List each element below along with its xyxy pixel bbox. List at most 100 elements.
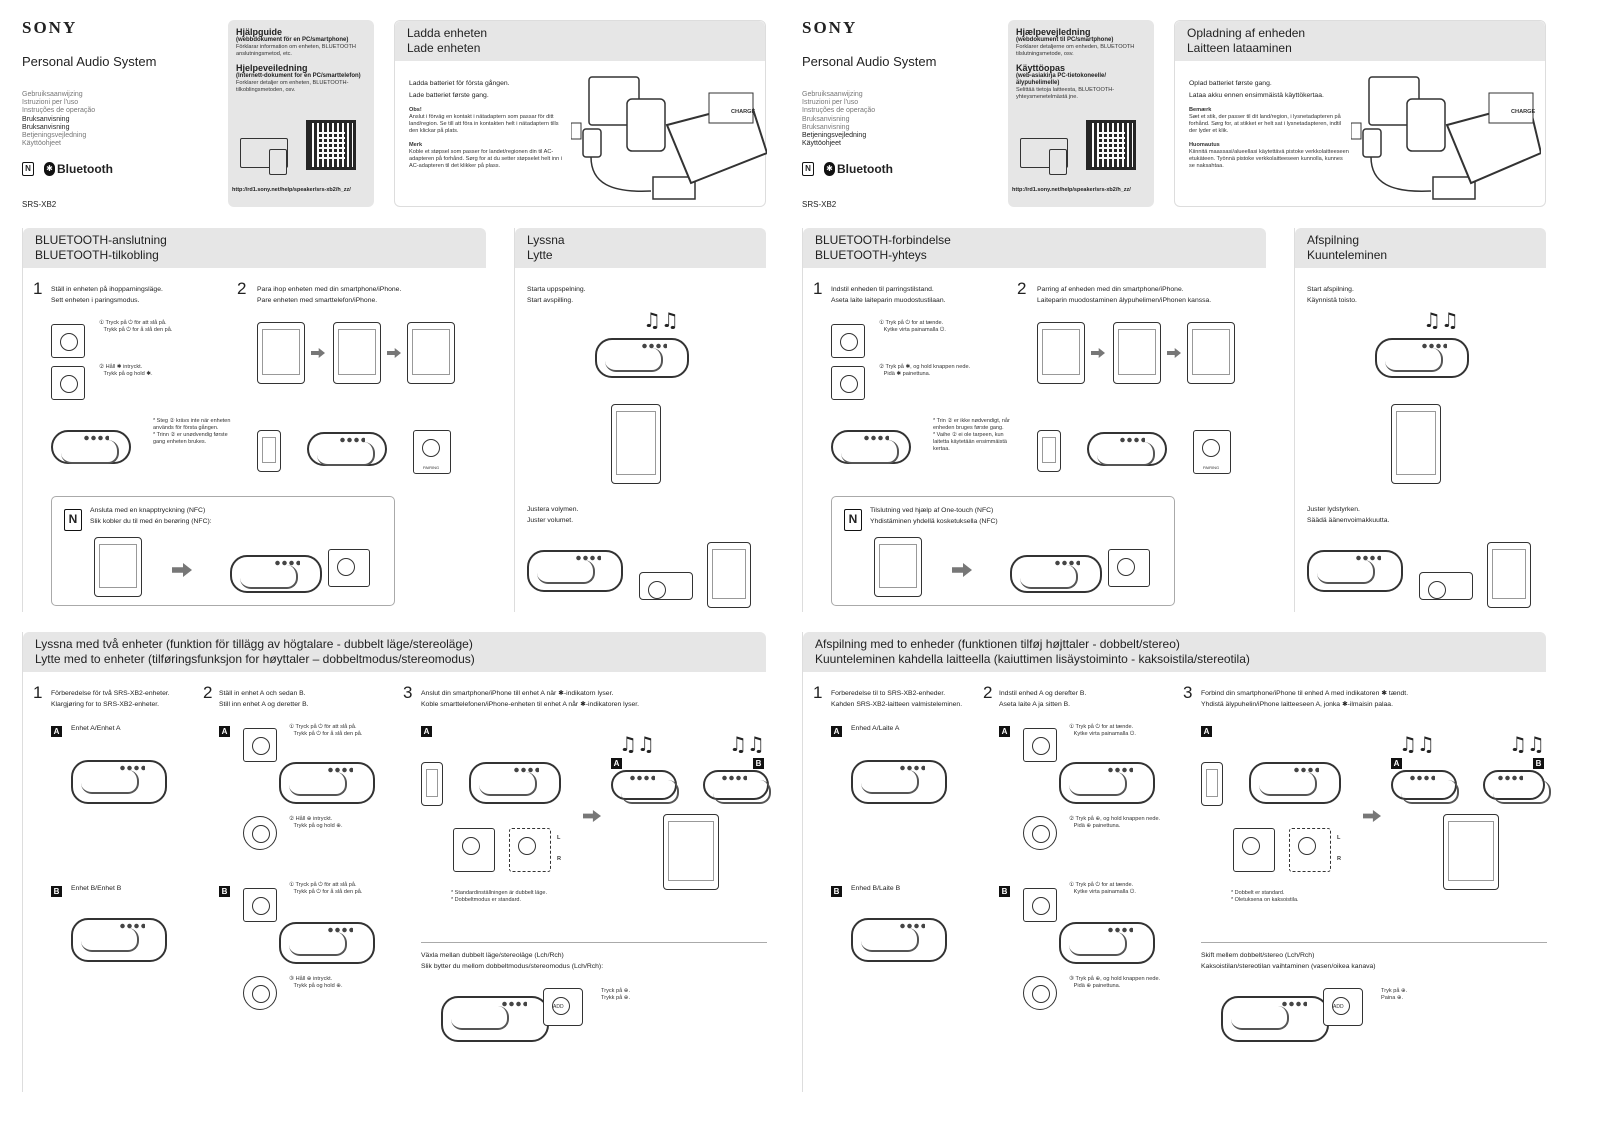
bluetooth-icon: ✱ — [824, 162, 835, 176]
help-subtitle-sv: (webbdokument för en PC/smartphone) — [236, 37, 349, 43]
listen-section: Lyssna Lytte Starta uppspelning. Start a… — [514, 228, 766, 612]
help-url[interactable]: http://rd1.sony.net/help/speaker/srs-xb2… — [232, 187, 351, 193]
arrow-right-icon — [1363, 810, 1381, 822]
add-indicator-icon — [509, 828, 551, 872]
unit-a-badge: A — [611, 758, 622, 769]
step1b-text: ② Tryk på ✱, og hold knappen nede. Pidä … — [879, 364, 971, 377]
phone-icon — [257, 430, 281, 472]
unit-b-badge: B — [753, 758, 764, 769]
power-button-icon — [831, 324, 865, 358]
power-button-icon — [1023, 728, 1057, 762]
language-item: Betjeningsvejledning — [22, 132, 87, 140]
divider — [421, 942, 767, 943]
power-button-icon — [243, 888, 277, 922]
step1-note: * Steg ② krävs inte när enheten används … — [153, 418, 231, 445]
arrow-right-icon — [583, 810, 601, 822]
help-text-da: Forklarer detaljerne om enheden, BLUETOO… — [1016, 44, 1135, 57]
phone-device-list-screen — [407, 322, 455, 384]
unit-b-label: Enhed B/Laite B — [851, 885, 901, 892]
speaker-illustration — [1307, 550, 1403, 592]
step-number: 1 — [813, 683, 823, 702]
two-step3-note: * Dobbelt er standard. * Oletuksena on k… — [1231, 890, 1299, 903]
press-add-text: Tryck på ⊕. Trykk på ⊕. — [601, 988, 631, 1001]
computer-phone-icon — [1020, 138, 1068, 175]
speaker-illustration — [469, 762, 561, 804]
listen-section: Afspilning Kuunteleminen Start afspilnin… — [1294, 228, 1546, 612]
right-channel-label: R — [1337, 856, 1342, 862]
nfc-icon: N — [64, 509, 82, 531]
power-button-icon — [1023, 888, 1057, 922]
arrow-right-icon — [311, 348, 325, 358]
add-button-icon — [243, 976, 277, 1010]
help-subtitle-no: (Internett-dokument for en PC/smarttelef… — [236, 73, 361, 79]
step-number: 2 — [237, 279, 247, 298]
step-number: 3 — [1183, 683, 1193, 702]
phone-icon — [1201, 762, 1223, 806]
charging-line-1: Ladda batteriet för första gången. — [409, 80, 510, 87]
qr-code-icon — [1086, 120, 1136, 170]
two-a2-text: ② Tryk på ⊕, og hold knappen nede. Pidä … — [1069, 816, 1161, 829]
unit-a-badge: A — [1201, 726, 1212, 737]
help-text-fi: Selittää tietoja laitteesta, BLUETOOTH-y… — [1016, 87, 1115, 100]
phone-play-screen — [663, 814, 719, 890]
nfc-panel: N Ansluta med en knapptryckning (NFC) Sl… — [51, 496, 395, 606]
add-button-icon — [1023, 976, 1057, 1010]
speaker-a-illustration — [1391, 770, 1459, 804]
nfc-mark-icon — [328, 549, 370, 587]
step-number: 3 — [403, 683, 413, 702]
arrow-right-icon — [387, 348, 401, 358]
switch-mode-text: Växla mellan dubbelt läge/stereoläge (Lc… — [421, 952, 604, 970]
arrow-right-icon — [952, 563, 972, 577]
language-item: Käyttöohjeet — [22, 140, 61, 148]
note-text: Koble et støpsel som passer for landet/r… — [409, 149, 562, 169]
help-title-fi: Käyttöopas — [1016, 63, 1066, 73]
music-note-icon: ♫♫ — [1399, 732, 1435, 756]
step1b-text: ② Håll ✱ intryckt. Trykk på og hold ✱. — [99, 364, 153, 377]
volume-buttons-icon — [1419, 572, 1473, 600]
speaker-b-illustration — [703, 770, 771, 804]
right-channel-label: R — [557, 856, 562, 862]
computer-phone-icon — [240, 138, 288, 175]
two-devices-section: Afspilning med to enheder (funktionen ti… — [802, 632, 1551, 1092]
left-sheet-swedish-norwegian: SONY Personal Audio System Gebruiksaanwi… — [22, 18, 771, 1092]
step2-text: Para ihop enheten med din smartphone/iPh… — [257, 286, 402, 304]
phone-volume-screen — [1487, 542, 1531, 608]
speaker-illustration — [1087, 432, 1167, 466]
charging-section: Opladning af enheden Laitteen lataaminen… — [1174, 20, 1546, 207]
charging-title: Ladda enheten Lade enheten — [395, 21, 765, 61]
two-b3-text: ③ Tryk på ⊕, og hold knappen nede. Pidä … — [1069, 976, 1161, 989]
unit-a-label: Enhed A/Laite A — [851, 725, 900, 732]
speaker-illustration — [527, 550, 623, 592]
unit-a-badge: A — [831, 726, 842, 737]
step2-text: Parring af enheden med din smartphone/iP… — [1037, 286, 1212, 304]
charging-illustration — [1351, 76, 1541, 200]
speaker-illustration — [1375, 338, 1469, 378]
sony-logo: SONY — [802, 18, 858, 37]
pairing-indicator-icon — [1193, 430, 1231, 474]
step-number: 2 — [1017, 279, 1027, 298]
unit-b-label: Enhet B/Enhet B — [71, 885, 122, 892]
phone-bluetooth-screen — [1113, 322, 1161, 384]
bluetooth-logo: ✱Bluetooth — [44, 162, 113, 176]
phone-bluetooth-screen — [333, 322, 381, 384]
language-item: Bruksanvisning — [802, 115, 850, 123]
bluetooth-wordmark: Bluetooth — [57, 162, 113, 176]
help-title-no: Hjelpeveiledning — [236, 63, 308, 73]
help-title-da: Hjælpevejledning — [1016, 27, 1091, 37]
speaker-b-illustration — [851, 918, 947, 962]
speaker-illustration — [51, 430, 131, 464]
product-title: Personal Audio System — [22, 54, 157, 69]
volume-text: Juster lydstyrken. Säädä äänenvoimakkuut… — [1307, 506, 1390, 524]
help-url[interactable]: http://rd1.sony.net/help/speaker/srs-xb2… — [1012, 187, 1131, 193]
language-list: Gebruiksaanwijzing Istruzioni per l'uso … — [22, 91, 95, 148]
nfc-panel: N Tilslutning ved hjælp af One-touch (NF… — [831, 496, 1175, 606]
two-step1-text: Forberedelse til to SRS-XB2-enheder. Kah… — [831, 690, 963, 708]
speaker-a-illustration — [71, 760, 167, 804]
language-item: Istruzioni per l'uso — [22, 99, 79, 107]
speaker-illustration — [595, 338, 689, 378]
two-step3-text: Forbind din smartphone/iPhone til enhed … — [1201, 690, 1409, 708]
bluetooth-connection-section: BLUETOOTH-forbindelse BLUETOOTH-yhteys 1… — [802, 228, 1266, 612]
step1-text: Ställ in enheten på ihopparningsläge. Se… — [51, 286, 163, 304]
charge-label: CHARGE — [731, 109, 756, 115]
speaker-illustration — [441, 996, 549, 1042]
